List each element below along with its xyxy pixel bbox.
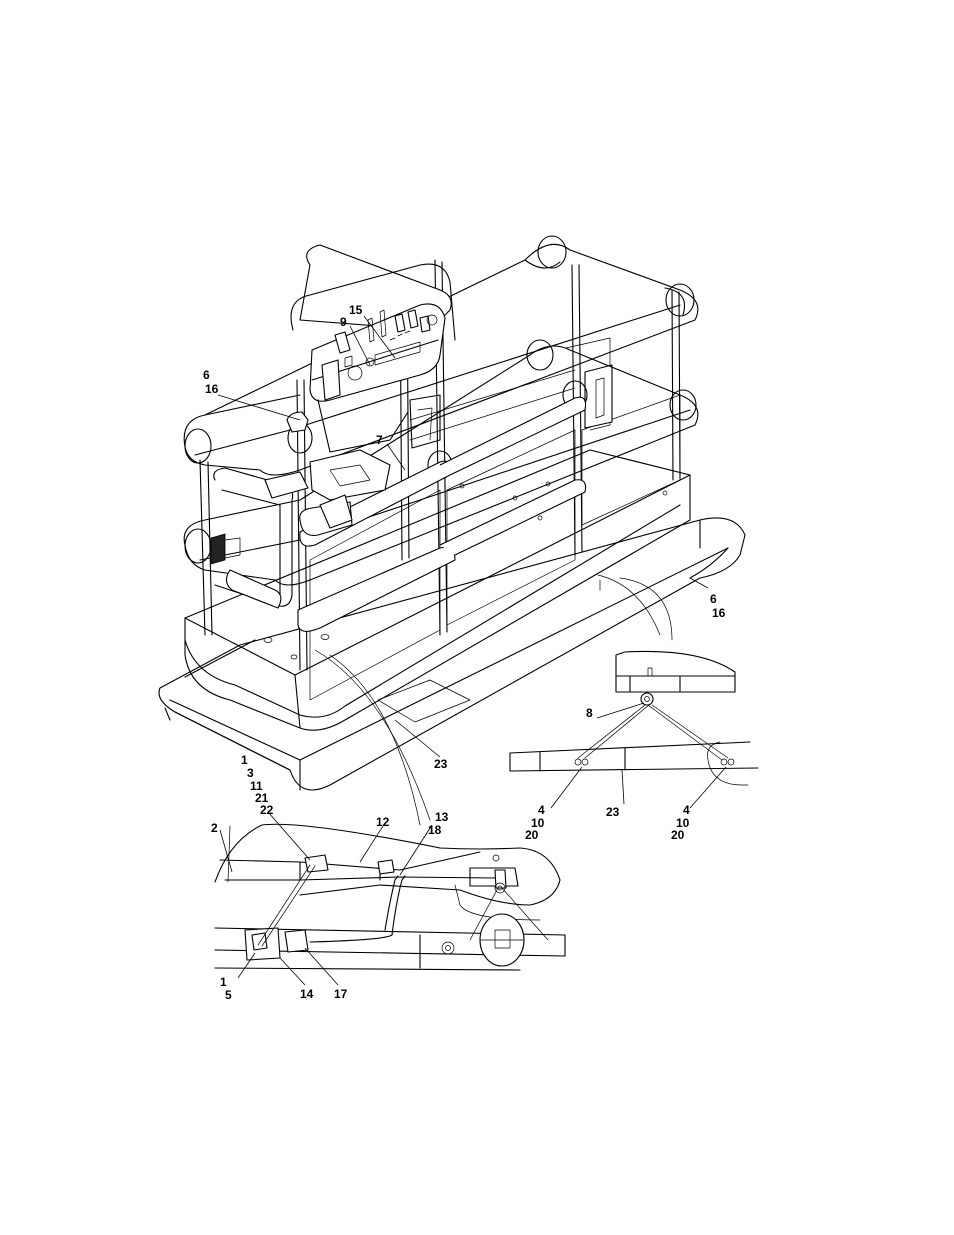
detail-top-right	[616, 651, 735, 705]
callout-23: 23	[606, 805, 620, 819]
callout-20: 20	[671, 828, 685, 842]
callout-6: 6	[710, 592, 717, 606]
callout-14: 14	[300, 987, 314, 1001]
platform-basket-illustration	[159, 236, 745, 825]
callout-16: 16	[205, 382, 219, 396]
callout-3: 3	[247, 766, 254, 780]
callout-7: 7	[376, 433, 383, 447]
callout-16: 16	[712, 606, 726, 620]
top-guard-rail	[184, 236, 698, 475]
callout-4: 4	[538, 803, 545, 817]
callout-20: 20	[525, 828, 539, 842]
callout-2: 2	[211, 821, 218, 835]
callout-4: 4	[683, 803, 690, 817]
callout-1: 1	[241, 753, 248, 767]
callout-18: 18	[428, 823, 442, 837]
callout-6: 6	[203, 368, 210, 382]
callout-13: 13	[435, 810, 449, 824]
hose-sweeps	[315, 575, 672, 825]
callout-23: 23	[434, 757, 448, 771]
callout-15: 15	[349, 303, 363, 317]
callout-5: 5	[225, 988, 232, 1002]
callout-22: 22	[260, 803, 274, 817]
callout-8: 8	[586, 706, 593, 720]
callout-17: 17	[334, 987, 348, 1001]
callout-12: 12	[376, 815, 390, 829]
callout-1: 1	[220, 975, 227, 989]
detail-rail-cable	[215, 824, 565, 970]
callout-9: 9	[340, 315, 347, 329]
